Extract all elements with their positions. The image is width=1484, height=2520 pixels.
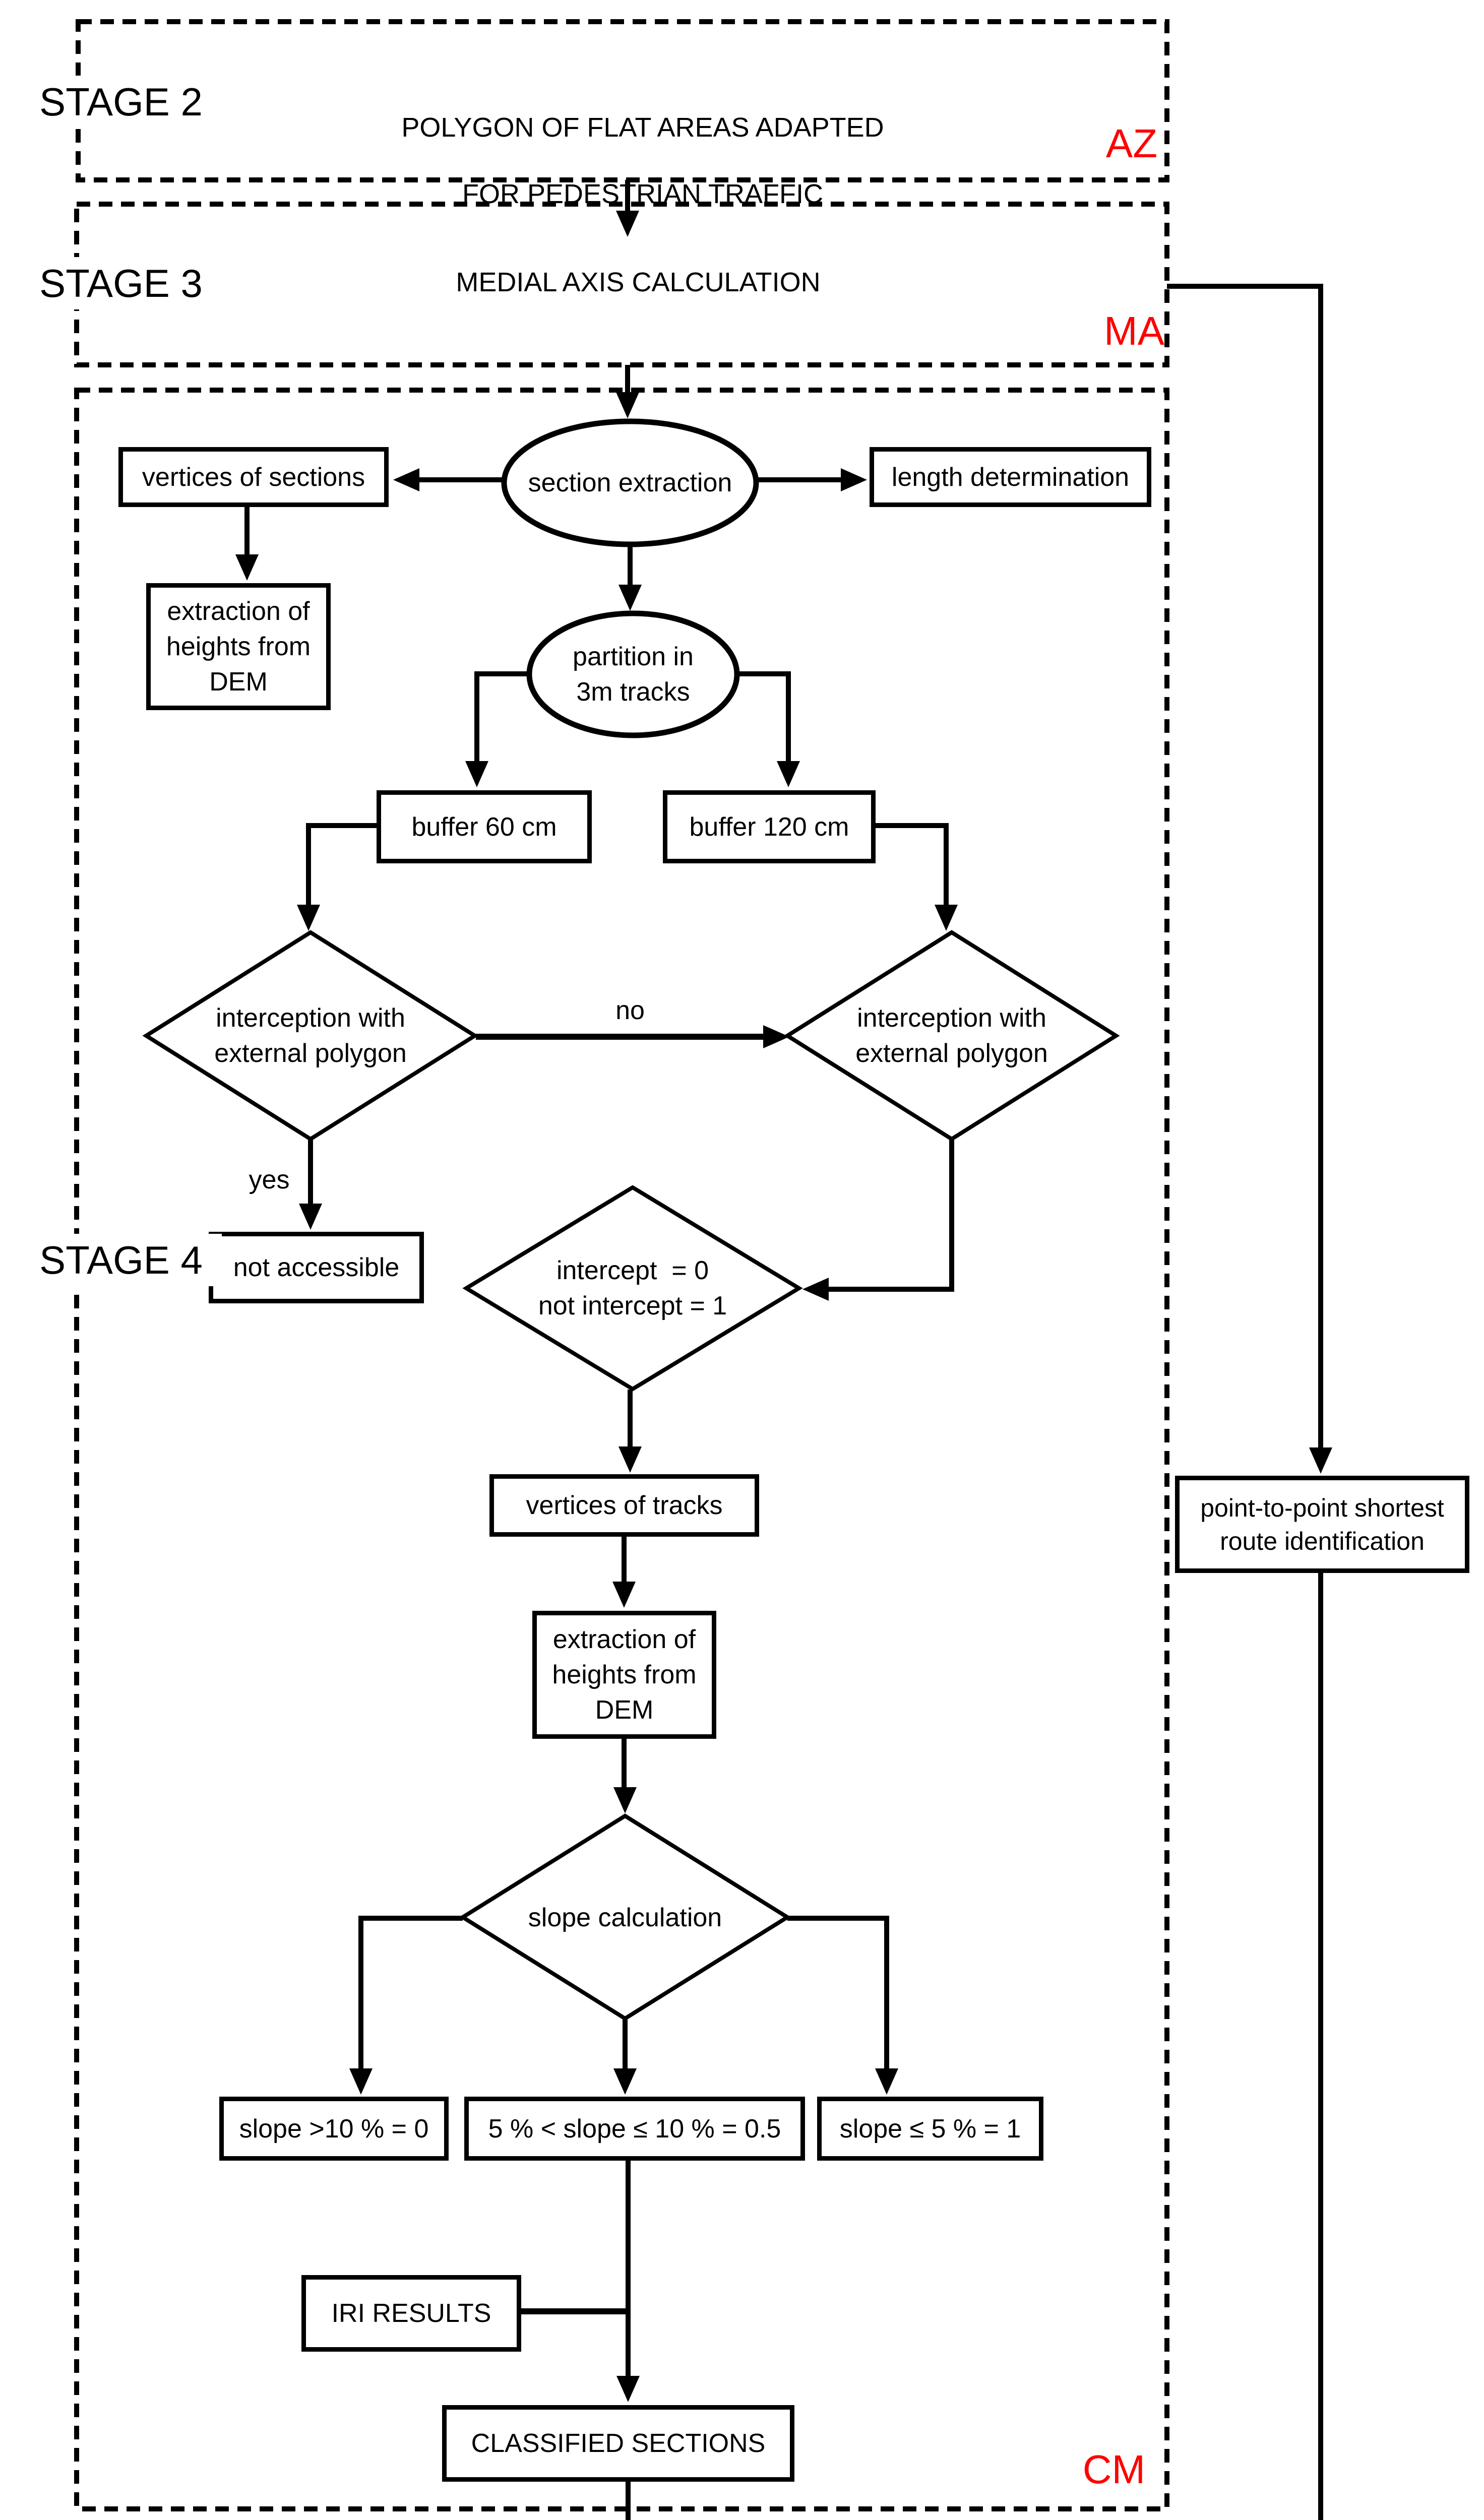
- stage2-title-line2: FOR PEDESTRIAN TRAFFIC: [462, 179, 824, 209]
- node-label: length determination: [891, 462, 1130, 492]
- arrowhead: [616, 211, 639, 237]
- arrowhead: [619, 585, 642, 611]
- arrowhead: [616, 392, 639, 418]
- arrowhead: [299, 1204, 322, 1230]
- arrowhead: [619, 1446, 642, 1473]
- arrowhead: [841, 468, 867, 491]
- node-slope-gt10: slope >10 % = 0: [219, 2097, 449, 2161]
- edge-buffer120-interception-right: [874, 823, 949, 905]
- label-slope-calculation: slope calculation: [528, 1903, 722, 1932]
- node-label: vertices of tracks: [526, 1491, 723, 1520]
- arrowhead: [935, 905, 958, 931]
- node-label: slope ≤ 5 % = 1: [839, 2114, 1021, 2144]
- arrowhead: [777, 761, 800, 787]
- arrowhead: [465, 761, 488, 787]
- node-length-determination: length determination: [870, 447, 1151, 507]
- node-label: vertices of sections: [142, 462, 365, 492]
- label-interception-right: interception with external polygon: [855, 1003, 1048, 1068]
- arrowhead: [613, 2068, 637, 2095]
- stage4-tag-cm: CM: [1082, 2447, 1146, 2492]
- arrowhead: [802, 1278, 829, 1301]
- node-not-accessible: not accessible: [209, 1232, 424, 1303]
- interception-right-diamond: [783, 930, 1120, 1142]
- node-label: 5 % < slope ≤ 10 % = 0.5: [488, 2114, 781, 2144]
- node-label: IRI RESULTS: [331, 2299, 491, 2328]
- stage2-label: STAGE 2: [20, 76, 222, 128]
- arrowhead: [393, 468, 419, 491]
- edge-ma-to-point-to-point: [1167, 284, 1323, 1448]
- stage2-dashed-frame: [76, 19, 1169, 182]
- node-label: CLASSIFIED SECTIONS: [471, 2429, 766, 2458]
- stage3-tag-ma: MA: [1104, 308, 1164, 353]
- edge-slope-left: [358, 1916, 463, 2069]
- node-slope-le5: slope ≤ 5 % = 1: [817, 2097, 1043, 2161]
- stage2-tag-az: AZ: [1105, 121, 1158, 166]
- arrowhead: [612, 1582, 636, 1608]
- edge-partition-buffer60: [474, 671, 531, 762]
- edge-label-no: no: [615, 996, 645, 1025]
- stage2-title-line1: POLYGON OF FLAT AREAS ADAPTED: [401, 112, 884, 143]
- arrowhead: [763, 1025, 789, 1048]
- arrowhead: [875, 2068, 898, 2095]
- arrowhead: [1309, 1447, 1332, 1474]
- stage2-title: POLYGON OF FLAT AREAS ADAPTED FOR PEDEST…: [325, 78, 930, 244]
- stage3-title: MEDIAL AXIS CALCULATION: [456, 267, 821, 297]
- node-buffer-120: buffer 120 cm: [663, 790, 876, 863]
- node-slope-5-to-10: 5 % < slope ≤ 10 % = 0.5: [464, 2097, 805, 2161]
- arrowhead: [616, 2376, 640, 2402]
- node-buffer-60: buffer 60 cm: [377, 790, 592, 863]
- arrowhead: [349, 2068, 373, 2095]
- arrowhead: [613, 1787, 637, 1813]
- label-intercept-rule: intercept = 0 not intercept = 1: [538, 1256, 727, 1320]
- stage3-label: STAGE 3: [20, 257, 222, 309]
- edge-partition-buffer120: [736, 671, 791, 762]
- label-section-extraction: section extraction: [528, 468, 732, 497]
- label-interception-left: interception with external polygon: [214, 1003, 407, 1068]
- node-vertices-of-sections: vertices of sections: [118, 447, 389, 507]
- edge-buffer60-interception-left: [306, 823, 378, 905]
- edge-interception-right-intercept: [829, 1140, 954, 1292]
- node-label: slope >10 % = 0: [239, 2114, 429, 2144]
- node-label: buffer 120 cm: [689, 812, 849, 842]
- interception-left-diamond: [142, 930, 479, 1142]
- node-iri-results: IRI RESULTS: [301, 2275, 521, 2352]
- arrowhead: [297, 905, 320, 931]
- stage4-dashed-frame: [74, 388, 1169, 2511]
- edge-label-yes: yes: [249, 1165, 290, 1194]
- node-label: buffer 60 cm: [411, 812, 557, 842]
- node-label: not accessible: [233, 1253, 400, 1282]
- node-vertices-of-tracks: vertices of tracks: [489, 1474, 759, 1537]
- edge-slope-right: [787, 1916, 889, 2069]
- node-classified-sections: CLASSIFIED SECTIONS: [442, 2405, 794, 2482]
- arrowhead: [235, 554, 259, 581]
- stage4-label: STAGE 4: [20, 1234, 222, 1286]
- label-partition: partition in 3m tracks: [573, 642, 694, 707]
- intercept-rule-diamond: [462, 1185, 803, 1392]
